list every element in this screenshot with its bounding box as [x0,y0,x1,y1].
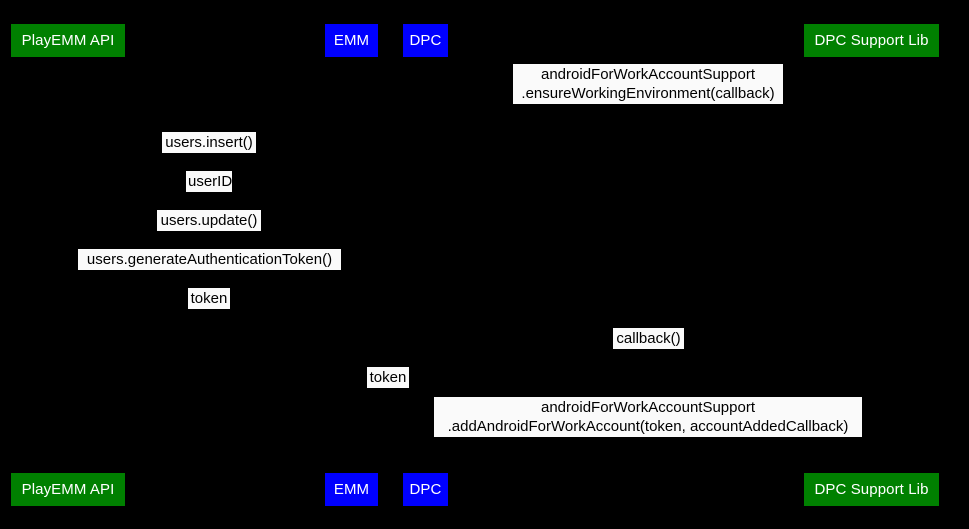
message-line-2: .ensureWorkingEnvironment(callback) [521,85,775,102]
participant-label: DPC Support Lib [814,32,929,49]
participant-box-emm-bottom[interactable]: EMM [325,473,378,506]
message-line-1: users.insert() [165,134,253,151]
message-label-users-insert: users.insert() [162,132,256,153]
message-label-users-update: users.update() [157,210,261,231]
participant-label: DPC [409,481,442,498]
participant-box-dpc-support-lib-top[interactable]: DPC Support Lib [804,24,939,57]
message-line-1: androidForWorkAccountSupport [541,399,755,416]
message-line-1: token [190,290,228,307]
message-line-1: users.generateAuthenticationToken() [86,251,333,268]
message-line-1: token [369,369,407,386]
participant-label: EMM [333,481,370,498]
participant-label: EMM [333,32,370,49]
participant-box-dpc-support-lib-bottom[interactable]: DPC Support Lib [804,473,939,506]
message-line-1: users.update() [160,212,258,229]
message-label-token-to-dpc: token [367,367,409,388]
message-label-callback: callback() [613,328,684,349]
participant-label: PlayEMM API [21,32,115,49]
participant-label: DPC Support Lib [814,481,929,498]
message-label-add-android-for-work-account: androidForWorkAccountSupport .addAndroidF… [434,397,862,437]
participant-box-dpc-bottom[interactable]: DPC [403,473,448,506]
message-label-ensure-working-environment: androidForWorkAccountSupport .ensureWorki… [513,64,783,104]
message-line-1: userID [188,173,233,190]
message-label-user-id: userID [186,171,232,192]
participant-box-emm-top[interactable]: EMM [325,24,378,57]
participant-label: DPC [409,32,442,49]
participant-box-playemm-api-top[interactable]: PlayEMM API [11,24,125,57]
message-line-1: callback() [616,330,681,347]
message-line-2: .addAndroidForWorkAccount(token, account… [447,418,849,435]
message-label-token-to-emm: token [188,288,230,309]
participant-label: PlayEMM API [21,481,115,498]
participant-box-dpc-top[interactable]: DPC [403,24,448,57]
message-line-1: androidForWorkAccountSupport [541,66,755,83]
participant-box-playemm-api-bottom[interactable]: PlayEMM API [11,473,125,506]
message-label-users-generate-authentication-token: users.generateAuthenticationToken() [78,249,341,270]
